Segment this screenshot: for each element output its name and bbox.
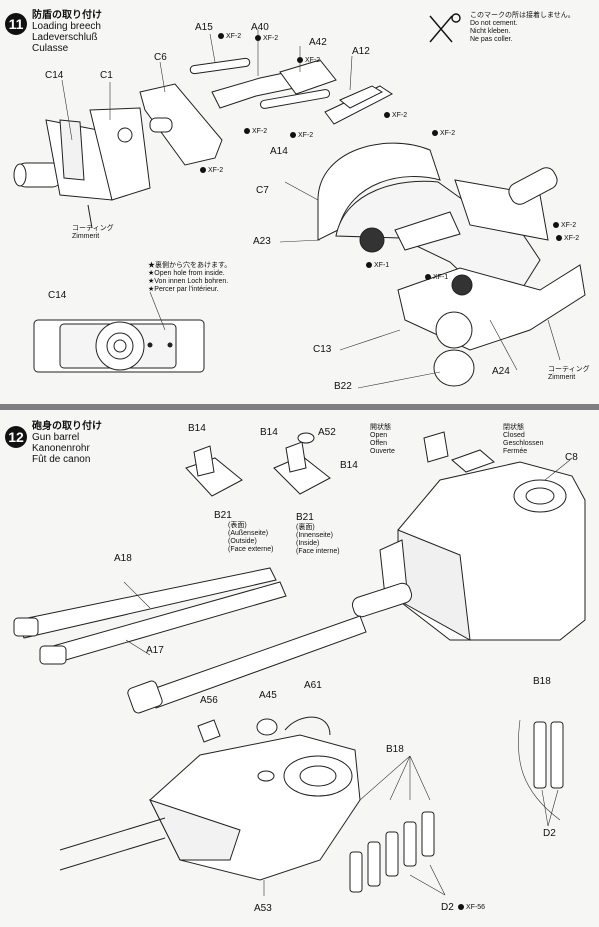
part-b18-b-label: B18 [386,744,404,755]
track-links-drawing [349,721,564,893]
step-12-title-en: Gun barrel [32,432,80,443]
part-a45-label: A45 [259,690,277,701]
part-b21-b-label: B21 [296,512,314,523]
part-b22-label: B22 [334,381,352,392]
breech-rods-drawing [189,57,393,125]
paint-dot-icon [384,112,390,119]
part-a40-label: A40 [251,22,269,33]
part-b14-c-label: B14 [340,460,358,471]
part-a56-label: A56 [200,695,218,706]
glue-xf2-3: XF-2 [297,57,320,65]
paint-dot-icon [255,35,261,42]
part-a14-label: A14 [270,146,288,157]
part-a12-label: A12 [352,46,370,57]
part-a42-label: A42 [309,37,327,48]
paint-dot-icon [297,57,303,64]
step-11-badge: 11 [5,13,27,35]
part-a23-label: A23 [253,236,271,247]
paint-xf56: XF-56 [458,904,485,912]
paint-dot-icon [458,904,464,911]
lower-turret-drawing [59,716,361,881]
part-a15-label: A15 [195,22,213,33]
breech-c14-drawing [13,107,151,229]
part-c14-b-label: C14 [48,290,67,301]
paint-dot-icon [553,222,559,229]
paint-dot-icon [432,130,438,137]
part-a52-label: A52 [318,427,336,438]
part-d2-a-label: D2 [543,828,556,839]
part-c13-label: C13 [313,344,332,355]
paint-dot-icon [244,128,250,135]
part-b18-a-label: B18 [533,676,551,687]
part-c8-label: C8 [565,452,578,463]
part-c7-label: C7 [256,185,269,196]
glue-xf2-9: XF-2 [556,235,579,243]
inside-note: (裏面)(Innenseite) (Inside)(Face interne) [296,524,340,555]
no-glue-legend: このマークの所は接着しません。 Do not cement. Nicht kle… [470,12,575,43]
c14-front-view-drawing [33,319,205,373]
paint-dot-icon [425,274,431,281]
part-a17-label: A17 [146,645,164,656]
glue-xf2-1: XF-2 [218,33,241,41]
paint-dot-icon [366,262,372,269]
step-11-title-jp: 防盾の取り付け [32,10,102,21]
part-b14-a-label: B14 [188,423,206,434]
glue-xf2-6: XF-2 [290,132,313,140]
part-b14-b-label: B14 [260,427,278,438]
mantlet-c7-drawing [317,142,586,387]
glue-xf2-4: XF-2 [384,112,407,120]
step-12-title-jp: 砲身の取り付け [32,421,102,432]
leader-lines-11 [61,30,561,389]
paint-dot-icon [200,167,206,174]
glue-xf2-2: XF-2 [255,35,278,43]
step-12-title: 砲身の取り付け Gun barrel Kanonenrohr Fût de ca… [32,421,102,465]
assembled-barrel-drawing [127,615,367,714]
glue-xf1-a: XF-1 [366,262,389,270]
plate-c6-drawing [139,83,223,166]
step-11-title-de: Ladeverschluß [32,32,98,43]
paint-dot-icon [290,132,296,139]
step-12-badge: 12 [5,426,27,448]
step-11-title: 防盾の取り付け Loading breech Ladeverschluß Cul… [32,10,102,54]
step-12-title-de: Kanonenrohr [32,443,90,454]
hatch-drawing [423,431,495,473]
step-divider [0,404,599,410]
part-b21-a-label: B21 [214,510,232,521]
step-11-title-en: Loading breech [32,21,101,32]
outside-note: (表面)(Außenseite) (Outside)(Face externe) [228,522,274,553]
part-a24-label: A24 [492,366,510,377]
step-12-title-fr: Fût de canon [32,454,91,465]
paint-dot-icon [556,235,562,242]
leader-lines-12 [123,459,571,896]
no-glue-icon [429,13,461,43]
paint-dot-icon [218,33,224,40]
glue-xf2-8: XF-2 [432,130,455,138]
open-hole-note: ★裏側から穴をあけます。 ★Open hole from inside. ★Vo… [148,262,232,293]
glue-xf2-7: XF-2 [200,167,223,175]
vision-block-drawing [185,432,331,497]
part-c14-label: C14 [45,70,64,81]
glue-xf2-5: XF-2 [244,128,267,136]
turret-c8-drawing [351,461,586,641]
part-d2-b-label: D2 [441,902,454,913]
step-11-title-fr: Culasse [32,43,69,54]
gun-barrel-halves-drawing [13,567,287,665]
part-a18-label: A18 [114,553,132,564]
part-c1-label: C1 [100,70,113,81]
part-c6-label: C6 [154,52,167,63]
part-a61-label: A61 [304,680,322,691]
glue-xf1-b: XF-1 [425,274,448,282]
part-a53-label: A53 [254,903,272,914]
glue-xf2-10: XF-2 [553,222,576,230]
